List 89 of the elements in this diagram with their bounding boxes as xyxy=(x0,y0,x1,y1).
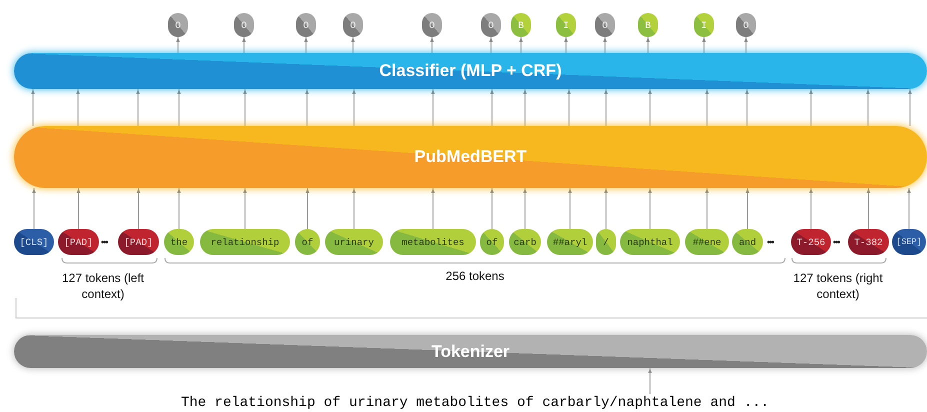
token-pill: [PAD] xyxy=(58,229,99,255)
output-tag: O xyxy=(422,13,442,37)
token-pill: urinary xyxy=(325,229,383,255)
token-pill: ##ene xyxy=(685,229,729,255)
arrow xyxy=(305,88,309,126)
output-tag: O xyxy=(595,13,615,37)
arrow xyxy=(76,88,80,126)
arrow xyxy=(177,188,181,230)
output-tag: O xyxy=(168,13,188,37)
arrow xyxy=(866,88,870,126)
arrow xyxy=(646,36,650,54)
arrow xyxy=(489,36,493,54)
arrow xyxy=(76,188,80,230)
arrow xyxy=(744,36,748,54)
arrow xyxy=(568,188,572,230)
tokenizer-bar: Tokenizer xyxy=(14,335,927,368)
arrow xyxy=(519,36,523,54)
token-pill: T-256 xyxy=(791,229,831,255)
token-pill: relationship xyxy=(200,229,290,255)
classifier-bar: Classifier (MLP + CRF) xyxy=(14,53,927,89)
arrow xyxy=(31,88,35,126)
arrow xyxy=(243,188,247,230)
bracket-label: 256 tokens xyxy=(444,269,506,285)
arrow xyxy=(809,88,813,126)
ellipsis: ••• xyxy=(833,237,841,247)
arrow xyxy=(702,36,706,54)
token-pill: [PAD] xyxy=(118,229,159,255)
arrow xyxy=(352,188,356,230)
arrow xyxy=(648,188,652,230)
token-pill: ##aryl xyxy=(547,229,593,255)
arrow xyxy=(809,188,813,230)
encoder-bar: PubMedBERT xyxy=(14,126,927,188)
sentence-text: The relationship of urinary metabolites of carbarly/naphtalene and ... xyxy=(180,395,770,411)
arrow xyxy=(705,188,709,230)
arrow xyxy=(242,36,246,54)
token-pill: [CLS] xyxy=(14,229,54,255)
token-pill: carb xyxy=(509,229,541,255)
arrow xyxy=(907,188,911,230)
output-tag: O xyxy=(296,13,316,37)
token-pill: [SEP] xyxy=(892,229,926,255)
output-tag: I xyxy=(694,13,714,37)
arrow xyxy=(430,36,434,54)
output-tag: B xyxy=(638,13,658,37)
arrow xyxy=(32,188,36,230)
arrow xyxy=(177,88,181,126)
arrow xyxy=(352,88,356,126)
arrow xyxy=(306,188,310,230)
token-pill: of xyxy=(295,229,320,255)
output-tag: O xyxy=(736,13,756,37)
arrow xyxy=(604,188,608,230)
output-tag: O xyxy=(481,13,501,37)
arrow xyxy=(490,188,494,230)
token-pill: the xyxy=(164,229,194,255)
arrow xyxy=(243,88,247,126)
arrow xyxy=(648,88,652,126)
token-pill: and xyxy=(732,229,763,255)
ellipsis: ••• xyxy=(767,237,775,247)
arrow xyxy=(431,188,435,230)
arrow xyxy=(705,88,709,126)
arrow xyxy=(304,36,308,54)
bracket-label: 127 tokens (right context) xyxy=(793,271,883,302)
arrow xyxy=(908,88,912,126)
token-pill: of xyxy=(480,229,504,255)
arrow xyxy=(490,88,494,126)
arrow xyxy=(745,88,749,126)
arrow xyxy=(567,88,571,126)
arrow xyxy=(523,188,527,230)
arrow xyxy=(431,88,435,126)
arrow xyxy=(136,188,140,230)
arrow xyxy=(746,188,750,230)
token-pill: / xyxy=(596,229,616,255)
arrow xyxy=(136,88,140,126)
ellipsis: ••• xyxy=(101,237,109,247)
arrow xyxy=(523,88,527,126)
arrow xyxy=(603,36,607,54)
output-tag: O xyxy=(343,13,363,37)
arrow xyxy=(564,36,568,54)
arrow xyxy=(648,368,652,394)
token-pill: T-382 xyxy=(848,229,889,255)
token-pill: naphthal xyxy=(620,229,680,255)
arrow xyxy=(351,36,355,54)
token-pill: metabolites xyxy=(390,229,476,255)
output-tag: O xyxy=(234,13,254,37)
arrow xyxy=(604,88,608,126)
bracket-label: 127 tokens (left context) xyxy=(60,271,146,302)
output-tag: B xyxy=(511,13,531,37)
arrow xyxy=(866,188,870,230)
arrow xyxy=(176,36,180,54)
output-tag: I xyxy=(556,13,576,37)
